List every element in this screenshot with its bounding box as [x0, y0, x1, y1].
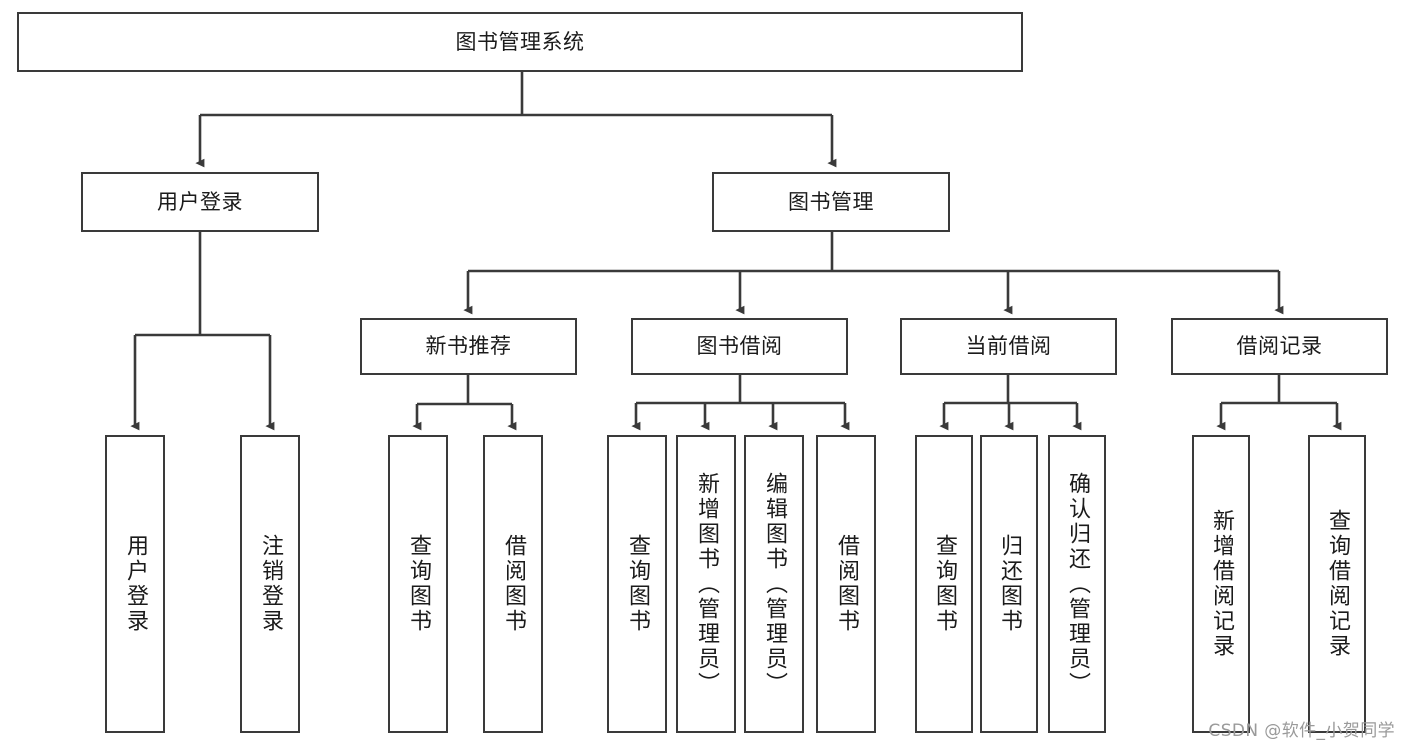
node-label: 注销登录 — [258, 534, 283, 634]
leaf-current-borrow-query-book[interactable]: 查询图书 — [915, 435, 973, 733]
leaf-current-borrow-confirm-return-admin[interactable]: 确认归还（管理员） — [1048, 435, 1106, 733]
node-label: 图书借阅 — [696, 334, 783, 359]
leaf-user-login[interactable]: 用户登录 — [105, 435, 165, 733]
node-user-login[interactable]: 用户登录 — [81, 172, 319, 232]
node-label: 查询借阅记录 — [1325, 509, 1350, 659]
leaf-borrow-record-query-record[interactable]: 查询借阅记录 — [1308, 435, 1366, 733]
node-label: 借阅图书 — [834, 534, 859, 634]
node-label: 当前借阅 — [965, 334, 1052, 359]
node-root-book-management-system[interactable]: 图书管理系统 — [17, 12, 1023, 72]
node-label: 图书管理 — [788, 189, 874, 214]
leaf-borrow-record-add-record[interactable]: 新增借阅记录 — [1192, 435, 1250, 733]
node-label: 用户登录 — [123, 534, 148, 634]
node-current-borrow[interactable]: 当前借阅 — [900, 318, 1117, 375]
leaf-book-borrow-query-book[interactable]: 查询图书 — [607, 435, 667, 733]
leaf-book-borrow-borrow-book[interactable]: 借阅图书 — [816, 435, 876, 733]
node-label: 新增图书（管理员） — [694, 471, 719, 697]
node-label: 查询图书 — [406, 534, 431, 634]
node-book-management[interactable]: 图书管理 — [712, 172, 950, 232]
leaf-book-borrow-add-book-admin[interactable]: 新增图书（管理员） — [676, 435, 736, 733]
leaf-current-borrow-return-book[interactable]: 归还图书 — [980, 435, 1038, 733]
node-label: 借阅图书 — [501, 534, 526, 634]
node-label: 查询图书 — [625, 534, 650, 634]
leaf-book-borrow-edit-book-admin[interactable]: 编辑图书（管理员） — [744, 435, 804, 733]
leaf-new-book-borrow-book[interactable]: 借阅图书 — [483, 435, 543, 733]
node-label: 确认归还（管理员） — [1065, 471, 1090, 697]
node-label: 归还图书 — [997, 534, 1022, 634]
node-book-borrow[interactable]: 图书借阅 — [631, 318, 848, 375]
node-label: 图书管理系统 — [455, 29, 585, 54]
node-label: 借阅记录 — [1236, 334, 1323, 359]
leaf-new-book-query-book[interactable]: 查询图书 — [388, 435, 448, 733]
node-label: 新增借阅记录 — [1209, 509, 1234, 659]
node-new-book-recommend[interactable]: 新书推荐 — [360, 318, 577, 375]
node-label: 查询图书 — [932, 534, 957, 634]
node-label: 编辑图书（管理员） — [762, 471, 787, 697]
node-label: 用户登录 — [157, 189, 243, 214]
node-label: 新书推荐 — [425, 334, 512, 359]
node-borrow-record[interactable]: 借阅记录 — [1171, 318, 1388, 375]
leaf-logout[interactable]: 注销登录 — [240, 435, 300, 733]
